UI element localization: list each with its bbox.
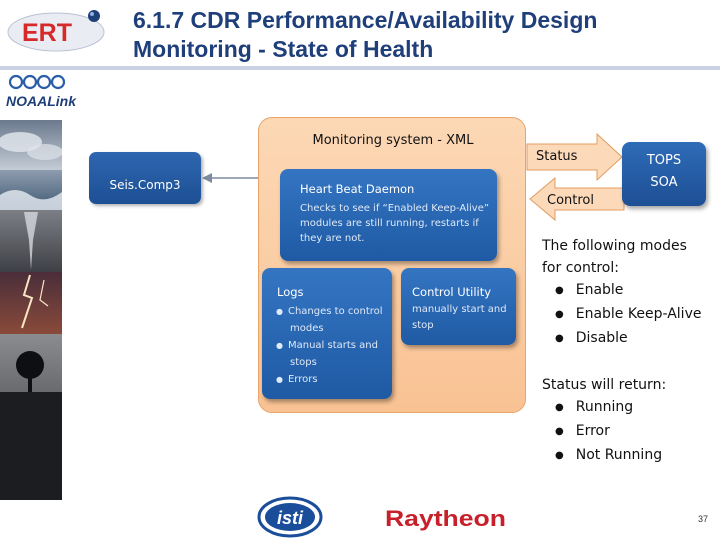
heartbeat-description: Checks to see if “Enabled Keep-Alive” mo…	[300, 203, 490, 244]
status-return-item: Error	[542, 420, 714, 444]
heartbeat-title: Heart Beat Daemon	[300, 182, 415, 196]
status-returns-heading: Status will return:	[542, 377, 667, 393]
isti-logo: isti	[257, 496, 323, 538]
control-modes-text: The following modes for control: Enable …	[542, 235, 714, 351]
status-return-item: Not Running	[542, 444, 714, 468]
logs-title: Logs	[277, 285, 304, 299]
logs-box: Logs Changes to control modes Manual sta…	[262, 268, 392, 399]
isti-logo-text: isti	[277, 508, 304, 528]
control-modes-list: Enable Enable Keep-Alive Disable	[542, 279, 714, 351]
noaa-link-logo: NOAALink	[6, 74, 77, 109]
seiscomp-box: Seis.Comp3	[89, 152, 201, 204]
tops-label: TOPS	[646, 153, 682, 168]
ert-logo: ERT	[7, 10, 105, 52]
monitoring-system-title: Monitoring system - XML	[312, 133, 474, 148]
control-modes-heading-line2: for control:	[542, 260, 619, 276]
slide-title-line2: Monitoring - State of Health	[133, 36, 434, 62]
raytheon-logo-text: Raytheon	[385, 506, 506, 531]
status-returns-text: Status will return: Running Error Not Ru…	[542, 374, 714, 468]
slide-title-line1: 6.1.7 CDR Performance/Availability Desig…	[133, 7, 598, 33]
seiscomp-label: Seis.Comp3	[109, 178, 181, 192]
logs-item: Manual starts and stops	[276, 337, 388, 371]
control-mode-item: Enable	[542, 279, 714, 303]
tops-soa-box: TOPS SOA	[622, 142, 706, 206]
soa-label: SOA	[650, 175, 678, 190]
control-arrow	[529, 176, 625, 222]
title-divider	[0, 66, 720, 70]
logs-item: Errors	[276, 371, 388, 388]
control-mode-item: Disable	[542, 327, 714, 351]
status-return-item: Running	[542, 396, 714, 420]
slide-title: 6.1.7 CDR Performance/Availability Desig…	[133, 6, 713, 64]
status-arrow	[526, 132, 623, 182]
control-modes-heading-line1: The following modes	[542, 238, 687, 254]
raytheon-logo: Raytheon	[385, 506, 506, 531]
page-number: 37	[697, 514, 708, 524]
control-utility-box: Control Utility manually start and stop	[401, 268, 516, 345]
weather-image-strip	[0, 70, 62, 500]
control-arrow-label: Control	[547, 193, 594, 208]
control-utility-description: manually start and stop	[412, 304, 507, 331]
control-utility-title: Control Utility	[412, 285, 492, 299]
slide-header: ERT 6.1.7 CDR Performance/Availability D…	[0, 0, 720, 68]
status-returns-list: Running Error Not Running	[542, 396, 714, 468]
control-mode-item: Enable Keep-Alive	[542, 303, 714, 327]
heartbeat-daemon-box: Heart Beat Daemon Checks to see if “Enab…	[280, 169, 497, 261]
status-arrow-label: Status	[536, 149, 578, 164]
logs-list: Changes to control modes Manual starts a…	[276, 303, 388, 388]
logs-item: Changes to control modes	[276, 303, 388, 337]
noaa-logo-text: NOAALink	[6, 93, 77, 109]
ert-logo-text: ERT	[22, 19, 72, 47]
